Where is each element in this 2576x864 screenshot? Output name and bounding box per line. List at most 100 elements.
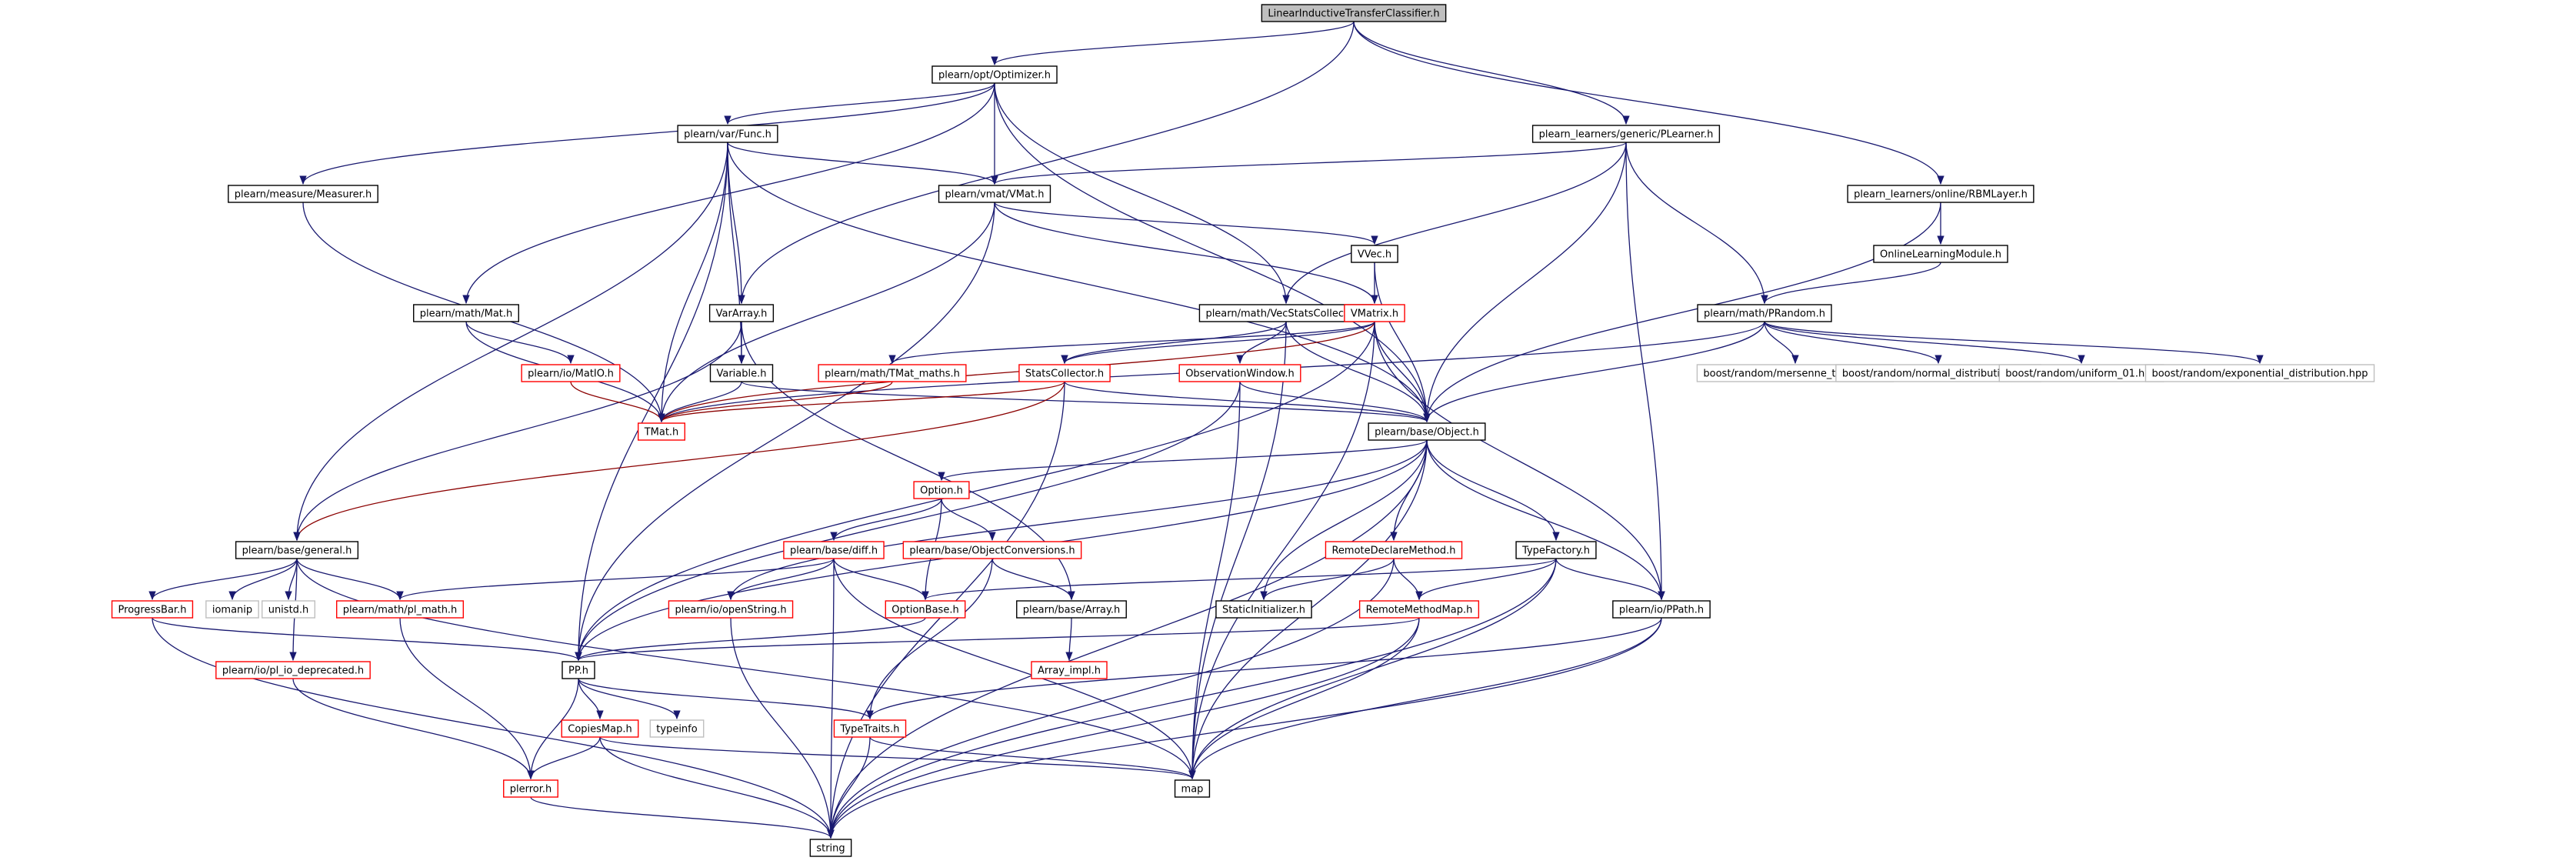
edge-typetraits-to-map [869,736,1196,780]
node-basearray[interactable]: plearn/base/Array.h [1016,600,1127,619]
node-box [1515,541,1597,559]
node-label: plearn/math/TMat_maths.h [825,369,960,380]
node-string[interactable]: string [809,839,852,857]
node-label: iomanip [212,605,252,616]
node-diff[interactable]: plearn/base/diff.h [783,541,885,559]
edge-object-to-ppath [1426,439,1665,601]
node-remotedecl[interactable]: RemoteDeclareMethod.h [1325,541,1463,559]
node-box [235,541,359,559]
node-vmat[interactable]: plearn/vmat/VMat.h [938,185,1051,203]
edge-vmatrix-to-ppath [1374,321,1665,601]
node-plearner[interactable]: plearn_learners/generic/PLearner.h [1531,125,1721,143]
node-arrayimpl[interactable]: Array_impl.h [1031,661,1108,679]
node-optionbase[interactable]: OptionBase.h [885,600,966,619]
node-box [709,364,774,382]
node-label: plearn_learners/generic/PLearner.h [1539,129,1714,141]
node-box [262,600,315,619]
edge-plearner-to-vecstats [1282,142,1627,305]
edge-object-to-typefactory [1426,439,1560,542]
node-progressbar[interactable]: ProgressBar.h [111,600,194,619]
edge-plerror-to-string [530,796,835,839]
node-box [938,185,1051,203]
node-option[interactable]: Option.h [913,481,970,499]
edge-optimizer-to-varfunc [724,82,995,125]
node-label: plearn/base/diff.h [790,545,878,557]
edge-vecstats-to-object [1285,321,1431,423]
edge-pp-to-typeinfo [578,678,681,720]
node-statscollector[interactable]: StatsCollector.h [1018,364,1111,382]
edge-vmatrix-to-statscollector [1061,321,1375,365]
node-general[interactable]: plearn/base/general.h [235,541,359,559]
edge-objconv-to-basearray [991,558,1075,601]
node-vararray[interactable]: VarArray.h [708,304,775,322]
node-staticinit[interactable]: StaticInitializer.h [1215,600,1312,619]
node-label: VarArray.h [716,309,768,320]
node-box [833,719,907,738]
node-box [668,600,794,619]
node-label: plearn/io/PPath.h [1619,605,1704,616]
node-plmath[interactable]: plearn/math/pl_math.h [335,600,465,619]
node-variable[interactable]: Variable.h [709,364,774,382]
node-remotemethodmap[interactable]: RemoteMethodMap.h [1358,600,1480,619]
node-optimizer[interactable]: plearn/opt/Optimizer.h [931,65,1058,84]
node-copiesmap[interactable]: CopiesMap.h [561,719,639,738]
node-plerror[interactable]: plerror.h [503,779,558,798]
edge-onlinelm-to-prandom [1761,262,1941,305]
node-label: OptionBase.h [891,605,958,616]
node-matio[interactable]: plearn/io/MatIO.h [521,364,621,382]
edge-object-to-string [827,439,1428,839]
node-box [205,600,259,619]
node-objconv[interactable]: plearn/base/ObjectConversions.h [902,541,1082,559]
node-box [931,65,1058,84]
edge-diff-to-map [833,558,1196,780]
node-onlinelm[interactable]: OnlineLearningModule.h [1873,245,2008,263]
edge-plearner-to-object [1423,142,1627,423]
node-vvec[interactable]: VVec.h [1351,245,1398,263]
node-root[interactable]: LinearInductiveTransferClassifier.h [1261,4,1447,22]
node-rbmlayer[interactable]: plearn_learners/online/RBMLayer.h [1847,185,2034,203]
file-nodes: LinearInductiveTransferClassifier.h plear… [111,4,2375,857]
node-obswindow[interactable]: ObservationWindow.h [1178,364,1301,382]
edge-rbmlayer-to-object [1423,202,1941,423]
node-typetraits[interactable]: TypeTraits.h [833,719,907,738]
node-box [902,541,1082,559]
node-label: plearn_learners/online/RBMLayer.h [1854,189,2028,201]
node-box [1018,364,1111,382]
node-openstring[interactable]: plearn/io/openString.h [668,600,794,619]
edge-objconv-to-typetraits [866,558,993,720]
node-box [913,481,970,499]
node-measurer[interactable]: plearn/measure/Measurer.h [228,185,378,203]
node-label: map [1181,784,1204,796]
node-ppath[interactable]: plearn/io/PPath.h [1612,600,1711,619]
node-tmatmaths[interactable]: plearn/math/TMat_maths.h [818,364,967,382]
node-box [1031,661,1108,679]
node-box [677,125,778,143]
node-prandom[interactable]: plearn/math/PRandom.h [1697,304,1832,322]
node-label: plearn/io/pl_io_deprecated.h [222,666,364,677]
node-vmatrix[interactable]: VMatrix.h [1344,304,1405,322]
edge-vecstats-to-obswindow [1236,321,1287,365]
edge-remotedecl-to-staticinit [1260,558,1395,601]
node-mat[interactable]: plearn/math/Mat.h [413,304,519,322]
edge-vecstats-to-statscollector [1061,321,1287,365]
node-label: string [816,843,845,855]
node-tmat[interactable]: TMat.h [638,422,685,441]
edge-openstring-to-string [730,617,835,839]
node-box [1178,364,1301,382]
edge-optimizer-to-measurer [299,82,995,185]
node-map[interactable]: map [1174,779,1211,798]
node-pliodep[interactable]: plearn/io/pl_io_deprecated.h [215,661,371,679]
node-object[interactable]: plearn/base/Object.h [1368,422,1486,441]
node-typefactory[interactable]: TypeFactory.h [1515,541,1597,559]
node-varfunc[interactable]: plearn/var/Func.h [677,125,778,143]
node-label: RemoteDeclareMethod.h [1331,545,1455,557]
node-label: plearn/math/VecStatsCollector.h [1205,309,1366,320]
edge-diff-to-string [827,558,835,839]
node-pp[interactable]: PP.h [562,661,595,679]
node-label: LinearInductiveTransferClassifier.h [1268,8,1439,20]
edge-ppath-to-typetraits [866,617,1662,720]
node-label: plearn/base/Array.h [1023,605,1120,616]
node-box [1368,422,1486,441]
edge-varfunc-to-tmat [658,142,728,423]
edge-root-to-optimizer [991,21,1355,66]
